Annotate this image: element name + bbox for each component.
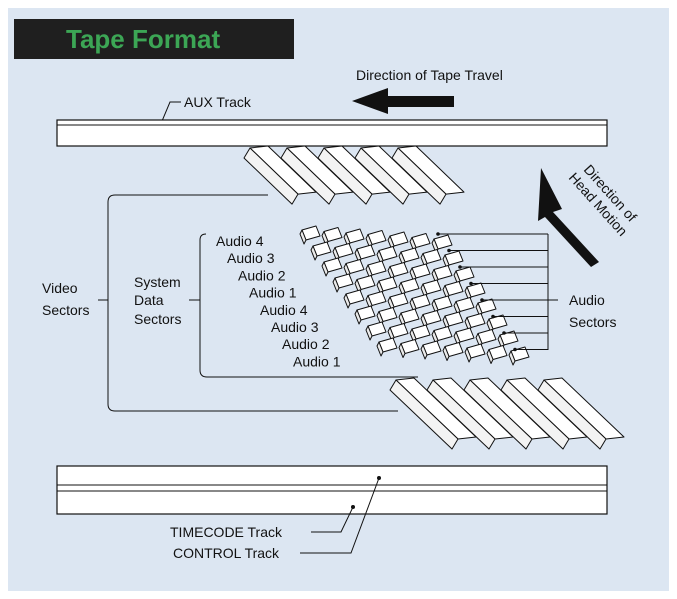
audio-sector-marker [447, 248, 451, 253]
system-data-sectors-bracket [189, 233, 418, 378]
helical-tracks [243, 145, 625, 450]
system-data-sectors-label-line3: Sectors [134, 311, 181, 327]
timecode-track-marker [351, 505, 355, 509]
audio-block-side [442, 346, 450, 361]
top-tape [56, 119, 608, 147]
control-track-leader [300, 477, 380, 554]
video-sector-top-side [391, 147, 447, 205]
video-sector-top-side [280, 147, 336, 205]
direction-of-tape-travel-label: Direction of Tape Travel [356, 67, 503, 83]
video-sector-top-side [354, 147, 410, 205]
audio-sectors-label-line2: Sectors [569, 314, 616, 330]
audio-sectors-label-line1: Audio [569, 292, 605, 308]
bottom-tape [56, 465, 608, 515]
audio-block-side [398, 343, 406, 358]
audio-block-side [321, 261, 329, 277]
video-sector-bottom-side [426, 379, 496, 450]
video-sectors-bracket [98, 194, 398, 412]
audio-row-label: Audio 1 [249, 285, 297, 301]
audio-block-side [486, 349, 494, 364]
audio-row-label: Audio 2 [282, 336, 330, 352]
video-sectors-label-line2: Sectors [42, 302, 89, 318]
audio-row-label: Audio 4 [216, 233, 264, 249]
audio-block-side [376, 341, 384, 357]
audio-row-label: Audio 4 [260, 302, 308, 318]
audio-sector-marker [480, 298, 484, 302]
audio-sector-marker [502, 331, 506, 335]
system-data-sectors-label-line2: Data [134, 292, 164, 308]
audio-row-label: Audio 2 [238, 267, 286, 283]
video-sector-top-side [317, 147, 373, 205]
audio-sector-marker [458, 265, 462, 269]
page-title: Tape Format [14, 19, 294, 59]
audio-row-label: Audio 3 [271, 319, 319, 335]
audio-block-side [464, 347, 472, 363]
video-sectors-label-line1: Video [42, 280, 78, 296]
video-sector-top-side [243, 147, 299, 205]
audio-block-side [508, 350, 516, 366]
timecode-track-label: TIMECODE Track [170, 524, 283, 540]
audio-block-side [420, 344, 428, 360]
head-motion-arrow-icon [538, 168, 599, 267]
system-data-sectors-label-line1: System [134, 274, 181, 290]
video-sector-bottom-side [389, 379, 459, 450]
video-sector-bottom-side [500, 379, 570, 450]
audio-sector-marker [491, 314, 495, 319]
audio-row-label: Audio 3 [227, 250, 275, 266]
control-track-label: CONTROL Track [173, 545, 280, 561]
audio-block-side [310, 245, 318, 261]
audio-sector-marker [436, 232, 440, 236]
audio-block-side [299, 229, 307, 245]
audio-block-side [354, 309, 362, 325]
aux-track-label: AUX Track [184, 94, 252, 110]
audio-sector-marker [513, 347, 517, 352]
tape-travel-arrow-icon [352, 88, 454, 114]
video-sector-bottom-side [463, 379, 533, 450]
video-sector-bottom-side [537, 379, 607, 450]
audio-sector-marker [469, 281, 473, 286]
audio-sectors-bracket [436, 232, 558, 352]
audio-block-side [332, 277, 340, 293]
audio-block-side [343, 293, 351, 309]
control-track-marker [377, 476, 381, 480]
audio-block-side [365, 325, 373, 341]
audio-row-label: Audio 1 [293, 353, 341, 369]
timecode-track-leader [311, 506, 354, 533]
